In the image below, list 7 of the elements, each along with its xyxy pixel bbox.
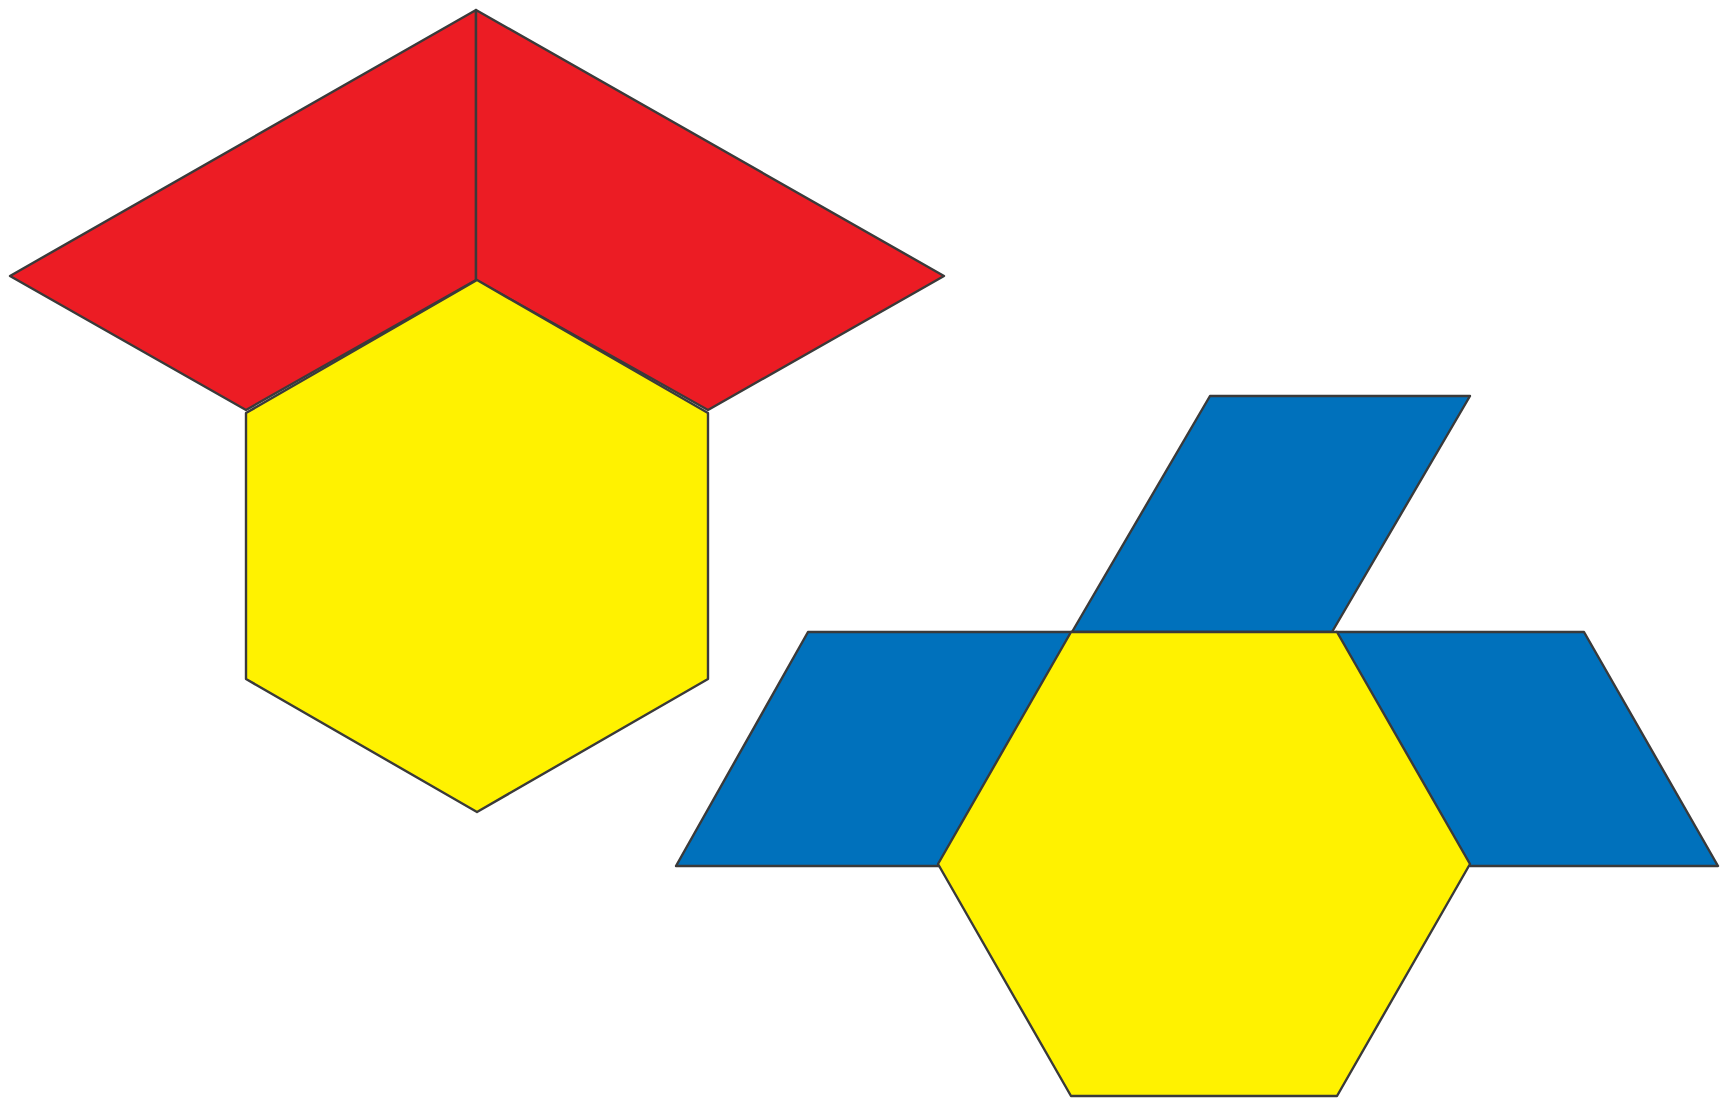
rhombus-block [674, 630, 1074, 868]
hexagon-block [244, 278, 710, 814]
quadrilateral-block [8, 8, 478, 412]
rhombus-block [1334, 630, 1720, 868]
hexagon-block [936, 630, 1472, 1098]
quadrilateral-block [474, 8, 946, 412]
rhombus-block [1070, 394, 1472, 634]
